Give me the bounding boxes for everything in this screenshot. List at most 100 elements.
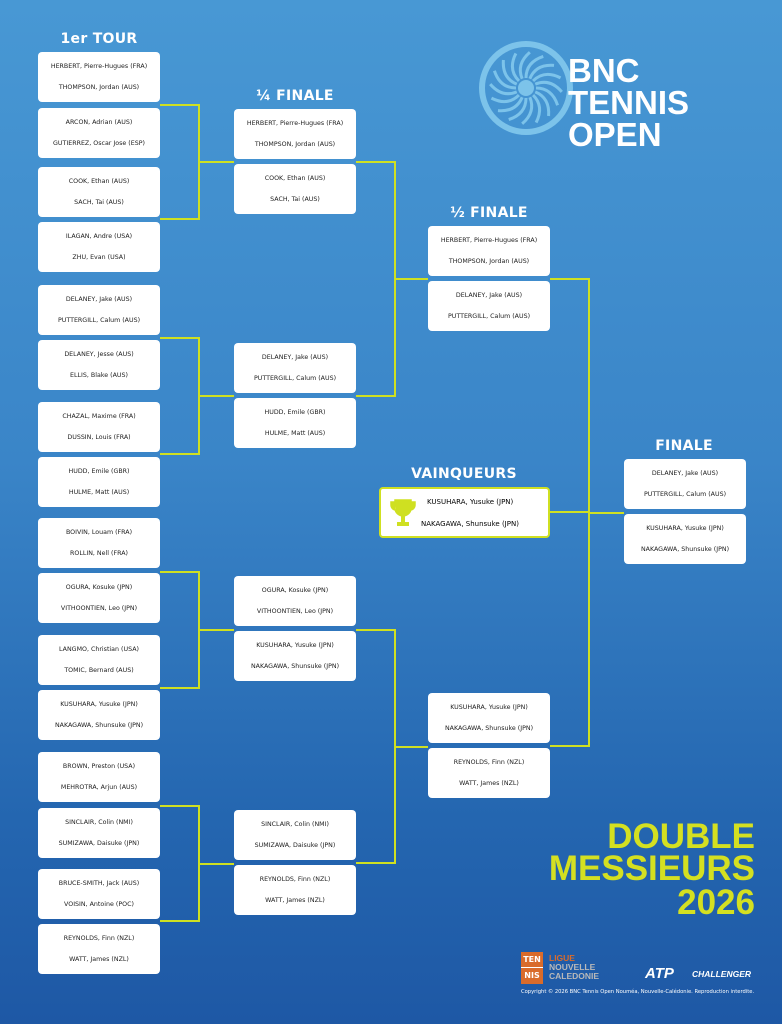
player-name: DELANEY, Jake (AUS) [651, 470, 719, 477]
tournament-logo-icon [479, 41, 573, 135]
player-name: SINCLAIR, Colin (NMI) [261, 821, 329, 828]
winner-player-2: NAKAGAWA, Shunsuke (JPN) [421, 520, 519, 528]
player-name: ROLLIN, Nell (FRA) [70, 550, 128, 557]
player-name: ARCON, Adrian (AUS) [65, 119, 133, 126]
player-name: THOMPSON, Jordan (AUS) [448, 258, 530, 265]
round1-team-card: HERBERT, Pierre-Hugues (FRA) THOMPSON, Jo… [38, 52, 160, 102]
player-name: VITHOONTIEN, Leo (JPN) [60, 605, 138, 612]
round1-team-card: BROWN, Preston (USA) MEHROTRA, Arjun (AUS… [38, 752, 160, 802]
quarterfinal-team-card: SINCLAIR, Colin (NMI) SUMIZAWA, Daisuke (… [234, 810, 356, 860]
player-name: DELANEY, Jake (AUS) [261, 354, 329, 361]
round1-team-card: ARCON, Adrian (AUS)GUTIERREZ, Oscar Jose… [38, 108, 160, 158]
round1-team-card: LANGMO, Christian (USA)TOMIC, Bernard (A… [38, 635, 160, 685]
challenger-logo: CHALLENGER [692, 969, 752, 979]
player-name: NAKAGAWA, Shunsuke (JPN) [640, 546, 730, 553]
bracket-line [160, 218, 198, 220]
final-title: FINALE [655, 438, 713, 454]
player-name: THOMPSON, Jordan (AUS) [58, 84, 140, 91]
bracket-line [394, 278, 428, 280]
player-name: VITHOONTIEN, Leo (JPN) [256, 608, 334, 615]
player-name: KUSUHARA, Yusuke (JPN) [450, 704, 528, 711]
winner-box: KUSUHARA, Yusuke (JPN) NAKAGAWA, Shunsuk… [379, 487, 550, 538]
final-team-card: DELANEY, Jake (AUS) PUTTERGILL, Calum (AU… [624, 459, 746, 509]
bracket-line [160, 920, 198, 922]
player-name: REYNOLDS, Finn (NZL) [259, 876, 331, 883]
winner-title: VAINQUEURS [411, 466, 517, 482]
quarterfinal-team-card: REYNOLDS, Finn (NZL)WATT, James (NZL) [234, 865, 356, 915]
player-name: PUTTERGILL, Calum (AUS) [447, 313, 531, 320]
player-name: DELANEY, Jake (AUS) [65, 296, 133, 303]
bracket-line [356, 629, 394, 631]
quarterfinal-team-card: KUSUHARA, Yusuke (JPN) NAKAGAWA, Shunsuke… [234, 631, 356, 681]
player-name: BROWN, Preston (USA) [62, 763, 136, 770]
bracket-line [588, 511, 624, 514]
player-name: NAKAGAWA, Shunsuke (JPN) [250, 663, 340, 670]
ligue-logo-ten: TEN [521, 952, 543, 968]
player-name: DUSSIN, Louis (FRA) [67, 434, 131, 441]
quarterfinal-team-card: HERBERT, Pierre-Hugues (FRA)THOMPSON, Jo… [234, 109, 356, 159]
player-name: OGURA, Kosuke (JPN) [65, 584, 133, 591]
bracket-line [160, 104, 198, 106]
semifinal-team-card: REYNOLDS, Finn (NZL) WATT, James (NZL) [428, 748, 550, 798]
player-name: KUSUHARA, Yusuke (JPN) [256, 642, 334, 649]
player-name: PUTTERGILL, Calum (AUS) [57, 317, 141, 324]
player-name: MEHROTRA, Arjun (AUS) [60, 784, 138, 791]
winner-player-1: KUSUHARA, Yusuke (JPN) [427, 498, 514, 506]
round1-team-card: DELANEY, Jesse (AUS) ELLIS, Blake (AUS) [38, 340, 160, 390]
bracket-line [550, 511, 588, 513]
ligue-logo-nis: NIS [524, 971, 540, 980]
player-name: THOMPSON, Jordan (AUS) [254, 141, 336, 148]
bracket-line [356, 395, 394, 397]
semifinal-team-card: DELANEY, Jake (AUS) PUTTERGILL, Calum (AU… [428, 281, 550, 331]
player-name: COOK, Ethan (AUS) [264, 175, 326, 182]
bracket-line [356, 862, 394, 864]
player-name: REYNOLDS, Finn (NZL) [453, 759, 525, 766]
player-name: KUSUHARA, Yusuke (JPN) [60, 701, 138, 708]
player-name: ELLIS, Blake (AUS) [70, 372, 128, 379]
quarterfinal-team-card: HUDD, Emile (GBR)HULME, Matt (AUS) [234, 398, 356, 448]
logo-text-tennis: TENNIS [568, 84, 690, 121]
round1-team-card: ILAGAN, Andre (USA) ZHU, Evan (USA) [38, 222, 160, 272]
logo-text-open: OPEN [568, 116, 662, 153]
round1-team-card: BOIVIN, Louam (FRA)ROLLIN, Nell (FRA) [38, 518, 160, 568]
quarterfinal-team-card: COOK, Ethan (AUS)SACH, Tai (AUS) [234, 164, 356, 214]
copyright: Copyright © 2026 BNC Tennis Open Nouméa,… [521, 989, 755, 995]
semifinal-team-card: HERBERT, Pierre-Hugues (FRA)THOMPSON, Jo… [428, 226, 550, 276]
player-name: SUMIZAWA, Daisuke (JPN) [254, 842, 336, 849]
player-name: BRUCE-SMITH, Jack (AUS) [58, 880, 140, 887]
ligue-text-1: LIGUE [549, 953, 575, 963]
trophy-icon [390, 499, 416, 526]
player-name: ZHU, Evan (USA) [72, 254, 126, 261]
player-name: DELANEY, Jesse (AUS) [64, 351, 134, 358]
round1-team-card: CHAZAL, Maxime (FRA) DUSSIN, Louis (FRA) [38, 402, 160, 452]
player-name: SACH, Tai (AUS) [74, 199, 124, 206]
player-name: VOISIN, Antoine (POC) [64, 901, 134, 908]
player-name: CHAZAL, Maxime (FRA) [62, 413, 136, 420]
player-name: WATT, James (NZL) [459, 780, 519, 787]
round1-team-card: REYNOLDS, Finn (NZL) WATT, James (NZL) [38, 924, 160, 974]
semifinal-title: ½ FINALE [450, 205, 528, 221]
event-title-1: DOUBLE [607, 817, 755, 856]
player-name: HERBERT, Pierre-Hugues (FRA) [50, 63, 148, 70]
player-name: LANGMO, Christian (USA) [59, 646, 139, 653]
quarterfinal-title: ¼ FINALE [256, 88, 334, 104]
round1-team-card: SINCLAIR, Colin (NMI)SUMIZAWA, Daisuke (… [38, 808, 160, 858]
quarterfinal-team-card: DELANEY, Jake (AUS)PUTTERGILL, Calum (AU… [234, 343, 356, 393]
round1-team-card: BRUCE-SMITH, Jack (AUS) VOISIN, Antoine (… [38, 869, 160, 919]
player-name: COOK, Ethan (AUS) [68, 178, 130, 185]
bracket-line [550, 278, 588, 280]
ligue-text-2: NOUVELLE [549, 962, 596, 972]
player-name: REYNOLDS, Finn (NZL) [63, 935, 135, 942]
player-name: ILAGAN, Andre (USA) [65, 233, 133, 240]
player-name: PUTTERGILL, Calum (AUS) [643, 491, 727, 498]
player-name: DELANEY, Jake (AUS) [455, 292, 523, 299]
ligue-text-3: CALEDONIE [549, 971, 600, 981]
event-title-2: MESSIEURS [548, 849, 755, 888]
player-name: WATT, James (NZL) [69, 956, 129, 963]
event-year: 2026 [677, 883, 755, 922]
round1-team-card: COOK, Ethan (AUS) SACH, Tai (AUS) [38, 167, 160, 217]
bracket-line [160, 337, 198, 339]
round1-team-card: HUDD, Emile (GBR)HULME, Matt (AUS) [38, 457, 160, 507]
bracket-line [356, 161, 394, 163]
player-name: NAKAGAWA, Shunsuke (JPN) [54, 722, 144, 729]
